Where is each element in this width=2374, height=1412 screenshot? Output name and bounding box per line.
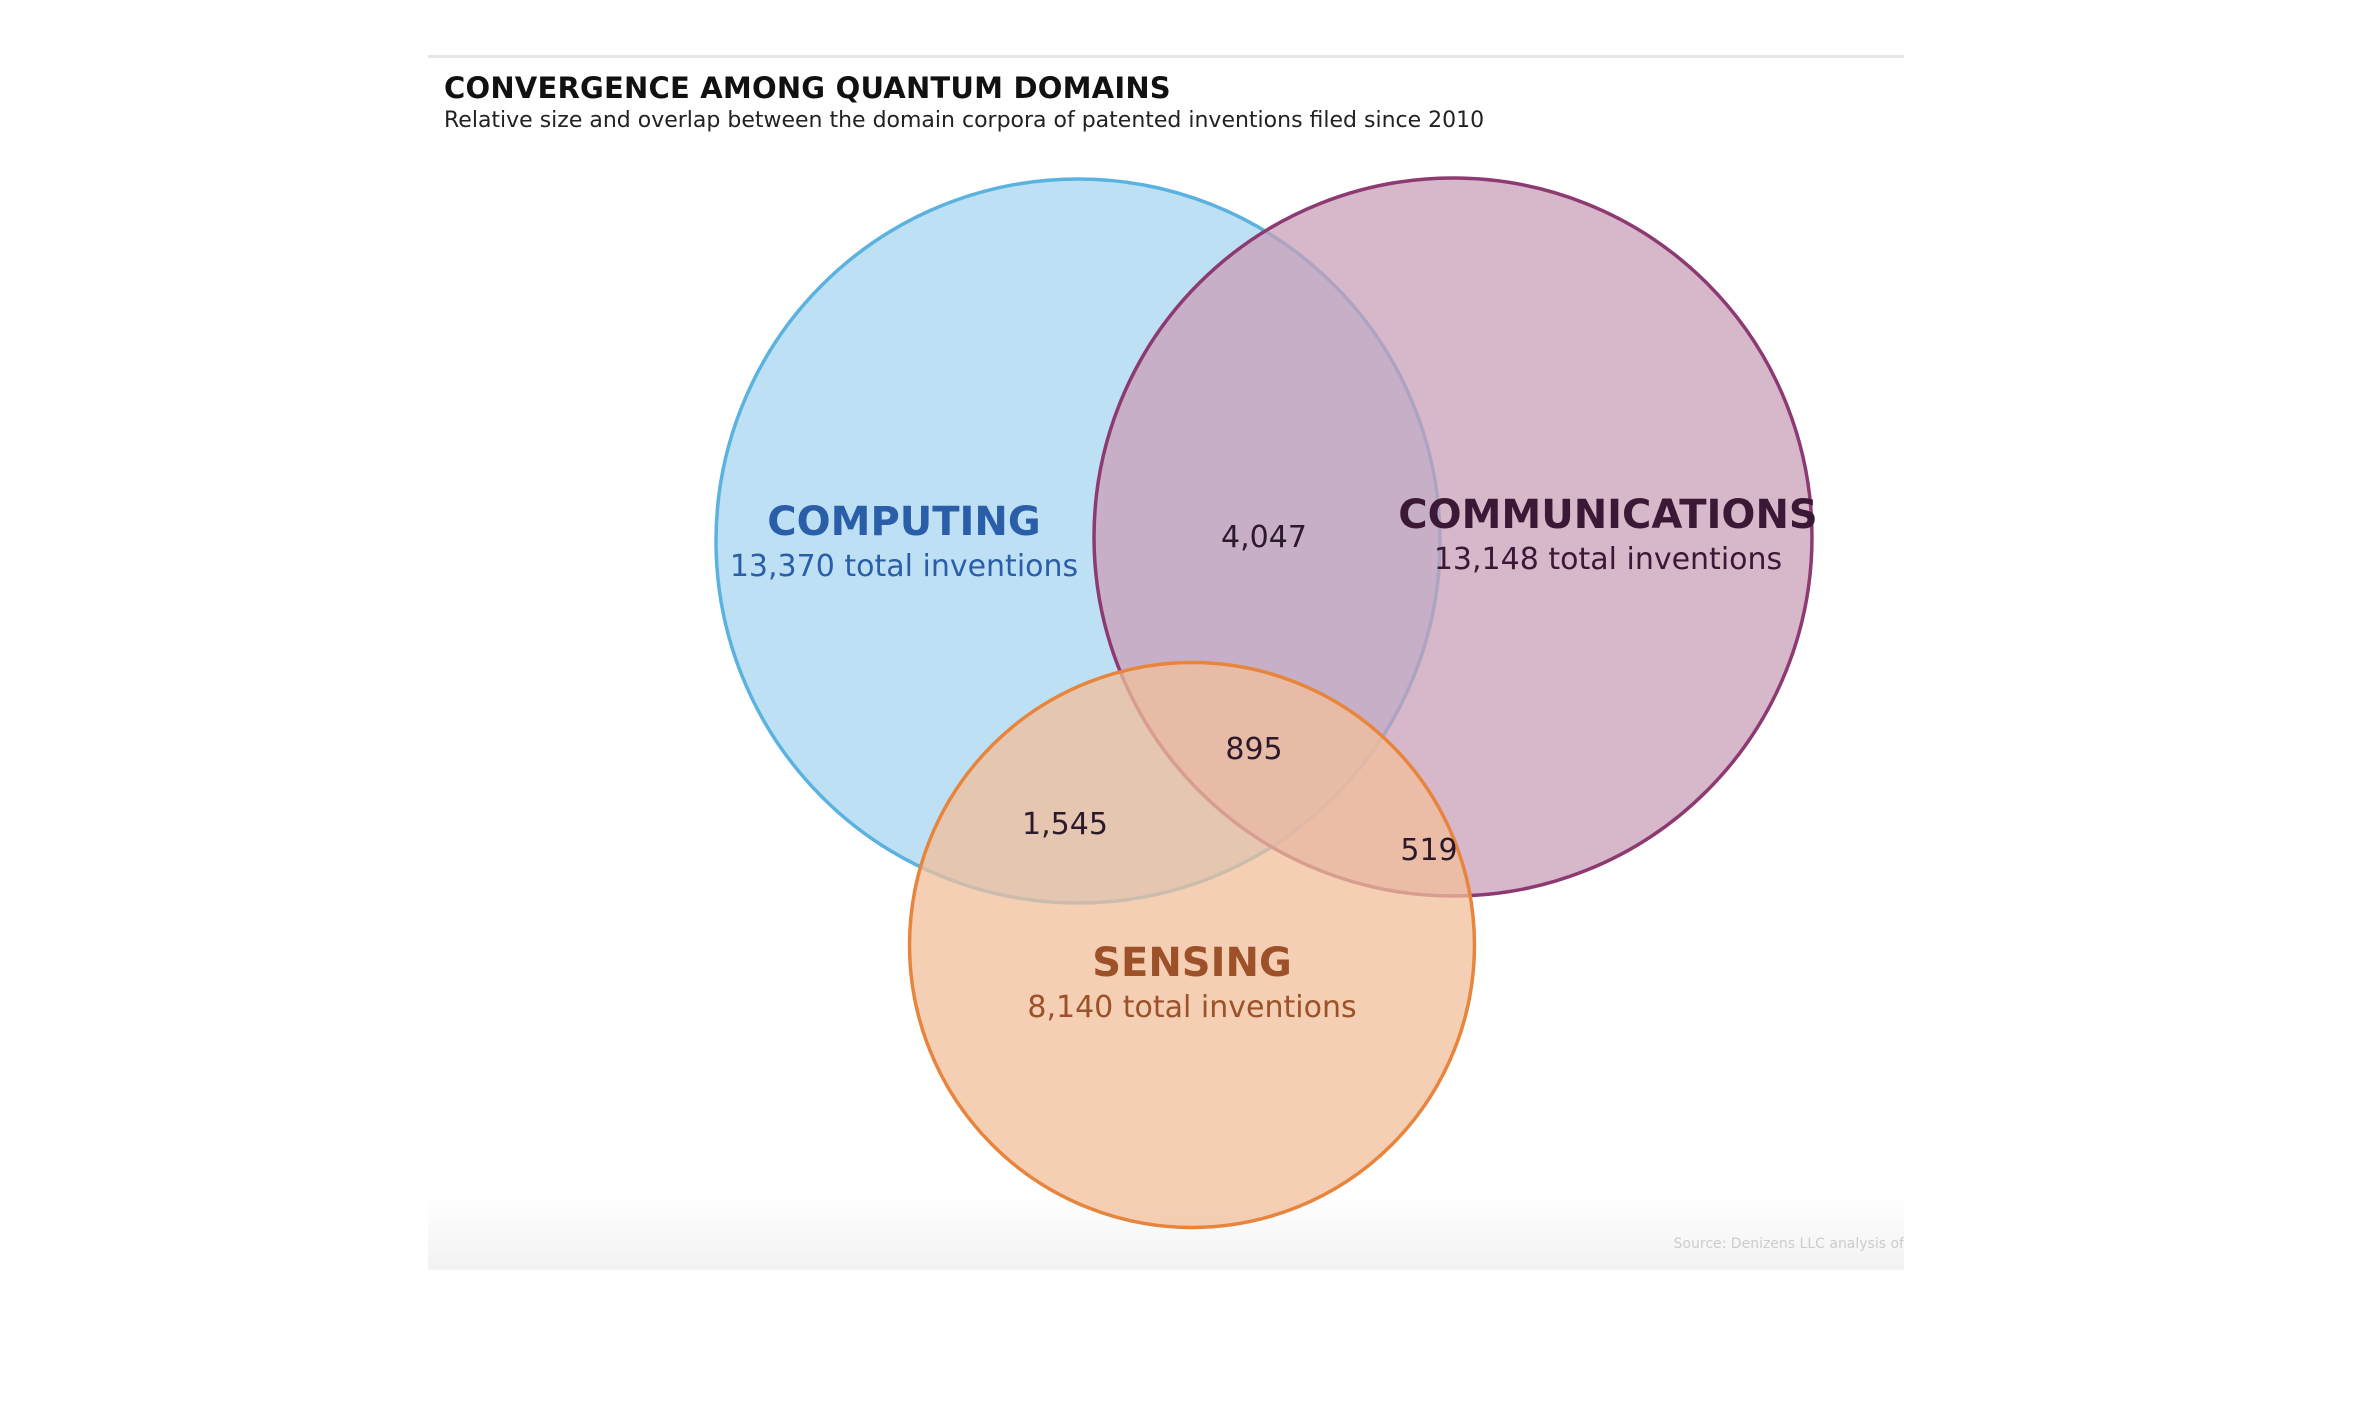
set-total-communications: 13,148 total inventions	[1434, 542, 1782, 577]
venn-circles	[714, 176, 1814, 1230]
chart-subtitle: Relative size and overlap between the do…	[444, 108, 1485, 133]
overlap-label-computing-communications-sensing: 895	[1225, 732, 1282, 767]
circle-sensing	[907, 660, 1477, 1230]
set-total-computing: 13,370 total inventions	[730, 549, 1078, 584]
set-name-computing: COMPUTING	[767, 499, 1040, 545]
set-name-communications: COMMUNICATIONS	[1398, 492, 1817, 538]
source-note: Source: Denizens LLC analysis of	[1673, 1236, 1904, 1252]
venn-labels: COMPUTING 13,370 total inventions COMMUNIC…	[730, 492, 1818, 1025]
chart-title: CONVERGENCE AMONG QUANTUM DOMAINS	[444, 71, 1171, 105]
chart-card: CONVERGENCE AMONG QUANTUM DOMAINS Relati…	[428, 55, 1904, 1270]
overlap-label-computing-communications: 4,047	[1221, 520, 1307, 555]
overlap-label-communications-sensing: 519	[1400, 833, 1457, 868]
set-name-sensing: SENSING	[1092, 940, 1292, 986]
set-total-sensing: 8,140 total inventions	[1027, 990, 1356, 1025]
venn-diagram: COMPUTING 13,370 total inventions COMMUNIC…	[714, 176, 1818, 1230]
overlap-label-computing-sensing: 1,545	[1022, 807, 1108, 842]
